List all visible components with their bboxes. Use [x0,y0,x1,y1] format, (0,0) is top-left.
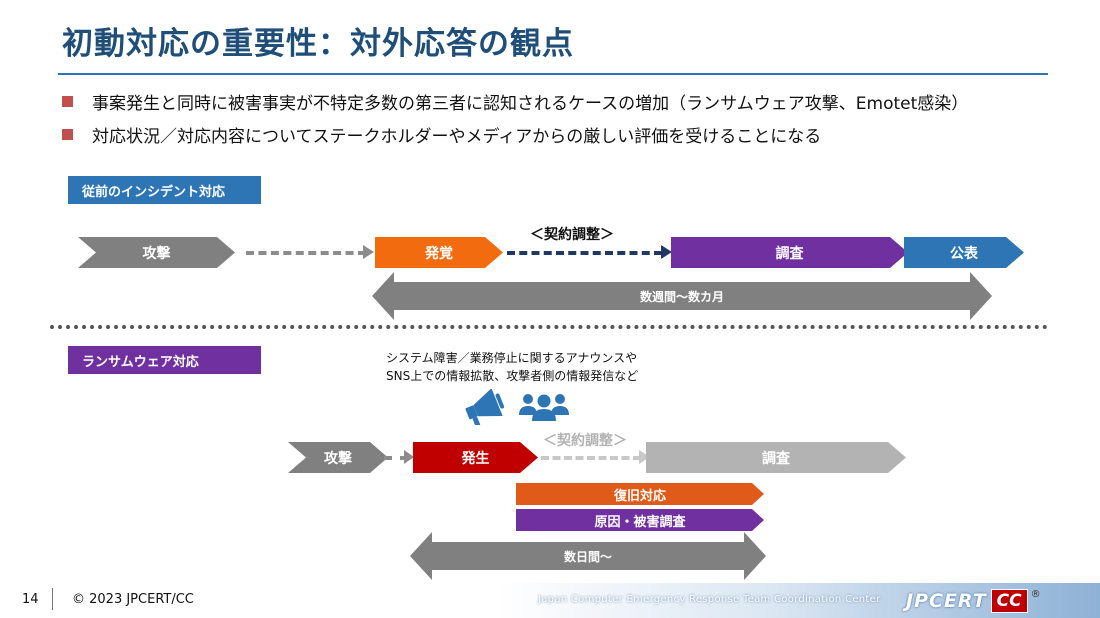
traditional-step-detect: 発覚 [375,237,503,268]
footer-bar [0,583,1100,618]
ransomware-contract-arrowhead [639,450,650,464]
bullet-text: 事案発生と同時に被害事実が不特定多数の第三者に認知されるケースの増加（ランサムウ… [92,94,969,114]
copyright-text: © 2023 JPCERT/CC [72,592,194,607]
ransomware-step-occur: 発生 [413,442,538,473]
megaphone-icon [465,389,505,425]
ransomware-annotation: システム障害／業務停止に関するアナウンスや SNS上での情報拡散、攻撃者側の情報… [386,349,638,385]
slide-title: 初動対応の重要性：対外応答の観点 [62,26,574,62]
annotation-line: システム障害／業務停止に関するアナウンスや [386,351,638,365]
task-recovery-bar: 復旧対応 [516,483,764,505]
traditional-step-publish: 公表 [904,237,1024,268]
registered-mark: ® [1030,589,1041,600]
bullet-marker [62,129,73,140]
ransomware-contract-label: ＜契約調整＞ [543,433,627,449]
section-divider [50,325,1048,329]
bullet-marker [62,96,73,107]
bullet-item: 事案発生と同時に被害事実が不特定多数の第三者に認知されるケースの増加（ランサムウ… [62,89,968,114]
traditional-step-investigate: 調査 [671,237,908,268]
traditional-dash-arrowhead [363,245,374,259]
footer-separator [52,588,53,610]
ransomware-step-investigate: 調査 [646,442,906,473]
ransomware-section-label: ランサムウェア対応 [68,346,261,374]
task-investigation-bar: 原因・被害調査 [516,509,764,531]
traditional-contract-arrowhead [661,245,672,259]
traditional-dash-contract [507,251,662,255]
traditional-section-label: 従前のインシデント対応 [68,176,261,204]
logo-text: JPCERT [906,590,987,612]
ransomware-dash-contract [541,456,641,460]
bullet-text: 対応状況／対応内容についてステークホルダーやメディアからの厳しい評価を受けること… [92,127,822,147]
ransomware-dash-attack-occur [384,456,408,460]
ransomware-dash-arrowhead [404,450,414,464]
ransomware-step-attack: 攻撃 [288,442,388,473]
people-icon [519,394,569,421]
page-number: 14 [22,592,39,607]
organization-name: Japan Computer Emergency Response Team C… [538,594,881,605]
bullet-item: 対応状況／対応内容についてステークホルダーやメディアからの厳しい評価を受けること… [62,122,821,147]
jpcert-logo: JPCERT CC ® [906,589,1041,613]
traditional-step-attack: 攻撃 [78,237,235,268]
traditional-duration-arrow: 数週間～数カ月 [372,272,992,320]
traditional-dash-attack-detect [246,251,366,255]
traditional-contract-label: ＜契約調整＞ [530,227,614,243]
title-underline [58,73,1048,75]
annotation-line: SNS上での情報拡散、攻撃者側の情報発信など [386,369,639,383]
ransomware-duration-arrow: 数日間～ [410,532,766,580]
logo-cc-box: CC [990,589,1028,613]
